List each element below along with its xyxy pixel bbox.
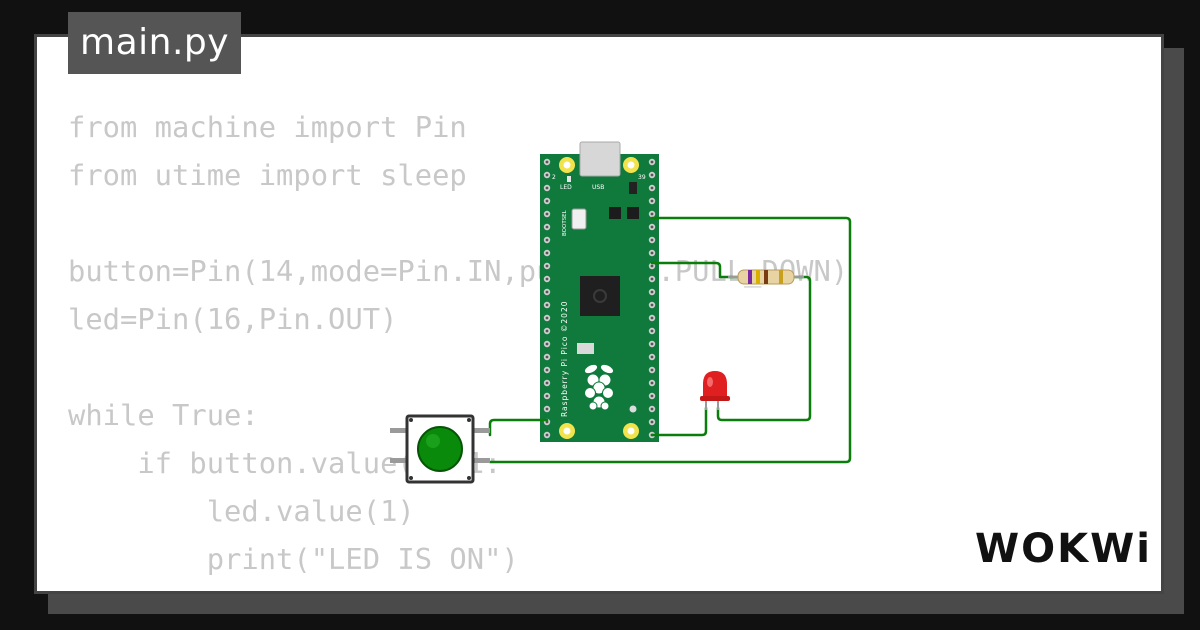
resistor-band <box>748 270 752 284</box>
wire-gp16-to-led[interactable] <box>650 406 708 437</box>
led-silkscreen-label: LED <box>560 184 572 191</box>
mounting-holes <box>559 157 639 439</box>
crystal <box>609 207 621 219</box>
code-line: while True: <box>68 398 259 432</box>
onboard-led <box>567 176 571 182</box>
raspberry-logo-icon <box>583 363 615 411</box>
led-rim <box>700 396 730 401</box>
button-cap[interactable] <box>417 426 463 472</box>
usb-silkscreen-label: USB <box>592 184 604 191</box>
usb-port <box>579 141 621 177</box>
model-label: Raspberry Pi Pico ©2020 <box>560 301 569 418</box>
resistor-band <box>756 270 760 284</box>
code-line: button=Pin(14,mode=Pin.IN,pull=Pin.PULL_… <box>68 254 849 288</box>
code-preview: from machine import Pin from utime import… <box>68 103 849 591</box>
code-line: sleep(0.5) <box>68 583 848 591</box>
wokwi-logo[interactable]: WOKWi <box>975 526 1152 572</box>
pico-board[interactable]: 2 39 LED USB BOOTSEL Raspberry Pi Pico ©… <box>540 141 659 442</box>
wires <box>488 216 852 464</box>
push-button[interactable] <box>390 414 490 484</box>
smd-chip <box>629 182 637 194</box>
resistor[interactable] <box>728 269 804 285</box>
code-line: led=Pin(16,Pin.OUT) <box>68 302 398 336</box>
led-highlight <box>707 377 713 387</box>
wire-gp14-to-resistor[interactable] <box>650 261 740 279</box>
wire-gnd-to-button[interactable] <box>488 216 852 464</box>
code-line: print("LED IS ON") <box>68 542 519 576</box>
resistor-band <box>779 270 783 284</box>
bootsel-button[interactable] <box>571 208 587 230</box>
code-line: led.value(1) <box>68 494 415 528</box>
pin-label-39: 39 <box>638 174 646 181</box>
bootsel-label: BOOTSEL <box>562 209 568 236</box>
code-line: from utime import sleep <box>68 158 467 192</box>
red-led[interactable] <box>700 371 730 410</box>
filename-tab[interactable]: main.py <box>68 12 242 74</box>
wire-button-to-3v3[interactable] <box>488 418 549 437</box>
led-lens <box>703 371 727 399</box>
code-line: from machine import Pin <box>68 110 467 144</box>
wire-resistor-to-led[interactable] <box>716 275 812 422</box>
flash-chip <box>627 207 639 219</box>
chip-logo <box>593 289 607 303</box>
resistor-band <box>764 270 768 284</box>
pin-label-2: 2 <box>552 174 556 181</box>
test-point <box>629 405 637 413</box>
rp2040-chip <box>580 276 620 316</box>
regulator <box>577 343 594 354</box>
